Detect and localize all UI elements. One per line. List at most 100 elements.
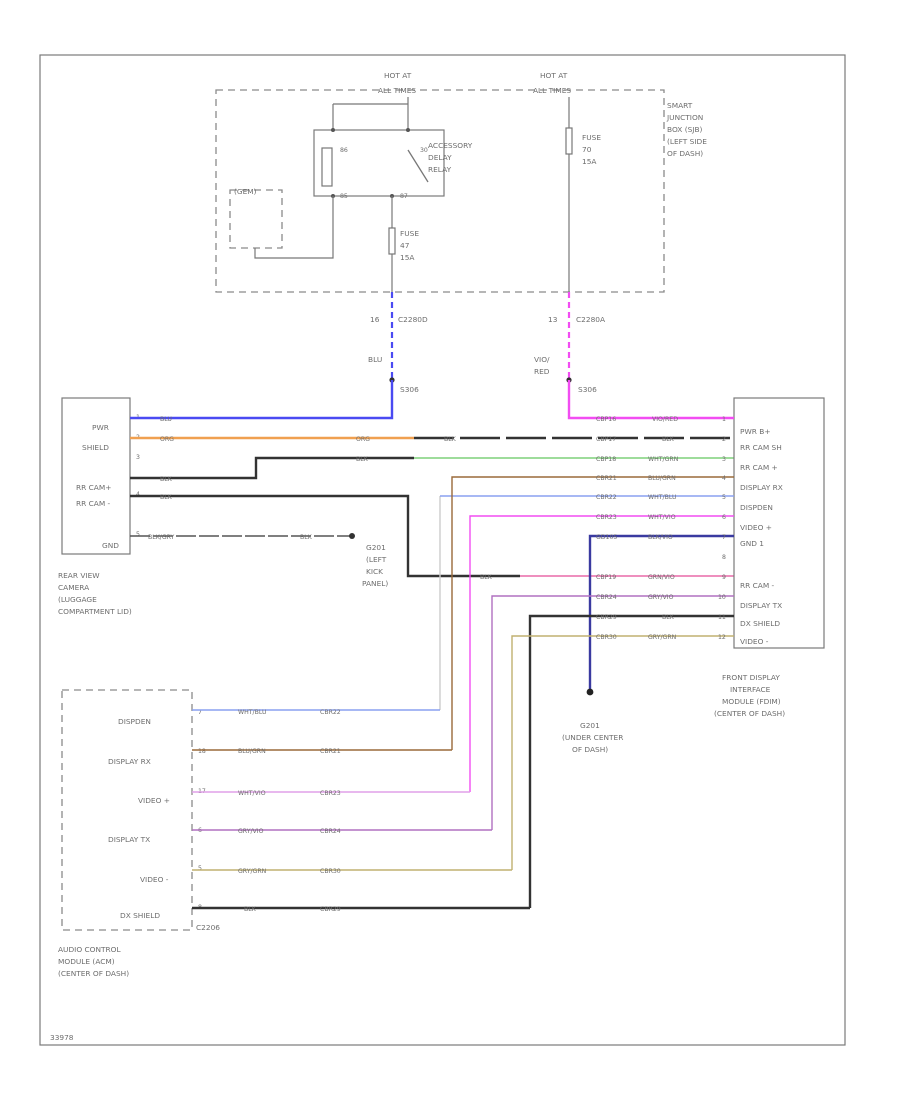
svg-text:7: 7 (722, 534, 726, 541)
svg-text:CBR24: CBR24 (320, 828, 341, 835)
g201-left-ground (349, 533, 355, 539)
svg-text:1: 1 (722, 416, 726, 423)
svg-text:BLK: BLK (160, 494, 173, 501)
svg-text:ACCESSORY: ACCESSORY (428, 141, 473, 150)
svg-text:6: 6 (722, 514, 726, 521)
svg-text:CBR29: CBR29 (320, 906, 341, 913)
svg-text:8: 8 (722, 554, 726, 561)
svg-text:BLK/GRY: BLK/GRY (148, 534, 175, 541)
svg-text:RED: RED (534, 367, 550, 376)
wire-fdim-dx-shield (528, 614, 734, 908)
svg-text:(CENTER OF DASH): (CENTER OF DASH) (714, 709, 785, 718)
connector-c2280a: 13 C2280A VIO/ RED S306 (534, 292, 605, 394)
svg-text:47: 47 (400, 241, 410, 250)
svg-text:WHT/BLU: WHT/BLU (648, 494, 677, 501)
svg-text:5: 5 (198, 865, 202, 872)
svg-text:RR CAM -: RR CAM - (76, 499, 111, 508)
svg-text:HOT AT: HOT AT (384, 71, 412, 80)
svg-text:10: 10 (718, 594, 726, 601)
svg-text:(UNDER CENTER: (UNDER CENTER (562, 733, 623, 742)
svg-text:OF DASH): OF DASH) (667, 149, 703, 158)
svg-text:BLK: BLK (356, 456, 369, 463)
svg-text:11: 11 (718, 614, 726, 621)
svg-text:BLK: BLK (244, 906, 257, 913)
svg-text:15A: 15A (400, 253, 414, 262)
svg-text:WHT/BLU: WHT/BLU (238, 709, 267, 716)
svg-text:VIDEO +: VIDEO + (138, 796, 170, 805)
camera-wire-labels: BLU ORG ORG BLK BLK BLK BLK BLK/GRY BLK … (148, 416, 493, 581)
svg-text:CBR21: CBR21 (320, 748, 341, 755)
svg-text:9: 9 (722, 574, 726, 581)
svg-text:RR CAM +: RR CAM + (740, 463, 778, 472)
svg-text:BLK: BLK (662, 614, 675, 621)
svg-text:RELAY: RELAY (428, 165, 452, 174)
svg-text:ALL TIMES: ALL TIMES (378, 86, 416, 95)
wire-rrcamminus-blk (130, 494, 520, 578)
svg-text:INTERFACE: INTERFACE (730, 685, 771, 694)
svg-text:SMART: SMART (667, 101, 693, 110)
svg-text:GRY/GRN: GRY/GRN (648, 634, 677, 641)
svg-text:ALL TIMES: ALL TIMES (533, 86, 571, 95)
accessory-delay-relay: 86 30 85 87 (313, 97, 445, 200)
svg-text:CBP19: CBP19 (596, 574, 616, 581)
svg-text:REAR VIEW: REAR VIEW (58, 571, 100, 580)
wire-fdim-pwr-viored (567, 380, 734, 420)
svg-text:BLU: BLU (368, 355, 382, 364)
svg-text:MODULE (FDIM): MODULE (FDIM) (722, 697, 781, 706)
fuse-70: FUSE 70 15A (565, 97, 601, 292)
svg-text:HOT AT: HOT AT (540, 71, 568, 80)
connector-c2206: C2206 (196, 923, 220, 932)
svg-text:VIDEO -: VIDEO - (140, 875, 169, 884)
hot-at-all-label: HOT AT ALL TIMES (533, 71, 571, 95)
svg-text:WHT/VIO: WHT/VIO (648, 514, 676, 521)
acm-box (61, 689, 193, 931)
svg-text:87: 87 (400, 193, 408, 200)
wire-fdim-video-plus (469, 515, 734, 792)
gem-wire (254, 196, 334, 259)
fdim-circuit-labels: CBP16 VIO/RED CBP17 BLK CBP18 WHT/GRN CB… (596, 416, 679, 641)
svg-text:(CENTER OF DASH): (CENTER OF DASH) (58, 969, 129, 978)
svg-text:DELAY: DELAY (428, 153, 452, 162)
footer-code: 33978 (50, 1033, 74, 1042)
fdim-pin-labels: PWR B+ RR CAM SH RR CAM + DISPLAY RX DIS… (740, 427, 783, 646)
connector-c2280d: 16 C2280D BLU S306 (368, 292, 428, 394)
svg-text:COMPARTMENT LID): COMPARTMENT LID) (58, 607, 132, 616)
wire-fdim-display-tx (491, 595, 734, 830)
svg-text:WHT/GRN: WHT/GRN (648, 456, 679, 463)
gem-box (229, 189, 283, 249)
svg-text:86: 86 (340, 147, 348, 154)
svg-text:18: 18 (198, 748, 206, 755)
svg-text:BLK: BLK (300, 534, 313, 541)
svg-text:CBR22: CBR22 (596, 494, 617, 501)
relay-coil (321, 147, 333, 187)
svg-text:BOX (SJB): BOX (SJB) (667, 125, 703, 134)
svg-text:CBP17: CBP17 (596, 436, 616, 443)
svg-text:BLK: BLK (480, 574, 493, 581)
svg-text:(LEFT SIDE: (LEFT SIDE (667, 137, 707, 146)
sjb-label: SMART JUNCTION BOX (SJB) (LEFT SIDE OF D… (666, 101, 707, 158)
g201-center-ground (586, 688, 594, 696)
gem-label: (GEM) (234, 187, 257, 196)
svg-text:CBR30: CBR30 (596, 634, 617, 641)
svg-text:3: 3 (722, 456, 726, 463)
svg-text:CBR23: CBR23 (320, 790, 341, 797)
svg-text:RR CAM SH: RR CAM SH (740, 443, 782, 452)
svg-text:ORG: ORG (356, 436, 370, 443)
relay-switch (407, 149, 429, 183)
wire-fdim-video-minus (511, 635, 734, 870)
svg-text:70: 70 (582, 145, 592, 154)
svg-text:BLK: BLK (160, 476, 173, 483)
fdim-box (733, 397, 825, 649)
svg-text:GND 1: GND 1 (740, 539, 764, 548)
svg-text:DISPLAY TX: DISPLAY TX (108, 835, 150, 844)
svg-text:CBR30: CBR30 (320, 868, 341, 875)
svg-text:2: 2 (722, 436, 726, 443)
svg-text:CBP16: CBP16 (596, 416, 616, 423)
svg-text:(LUGGAGE: (LUGGAGE (58, 595, 97, 604)
wire-fdim-display-rx (451, 476, 734, 750)
fdim-pin-numbers: 1 2 3 4 5 6 7 8 9 10 11 12 (718, 416, 726, 641)
svg-text:C2280A: C2280A (576, 315, 605, 324)
svg-text:13: 13 (548, 315, 558, 324)
acm-pin-numbers: 7 18 17 6 5 8 (198, 709, 206, 911)
